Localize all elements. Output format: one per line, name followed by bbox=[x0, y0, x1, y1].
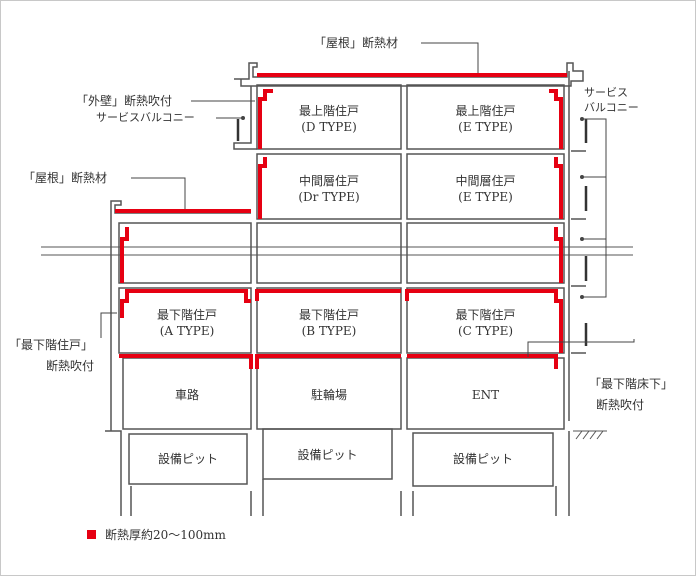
label-bottom-unit: 「最下階住戸」 bbox=[9, 338, 94, 352]
unit-e-top-label: 最上階住戸(E TYPE) bbox=[455, 104, 516, 134]
road-label: 車路 bbox=[174, 388, 199, 402]
unit-a-label: 最下階住戸(A TYPE) bbox=[156, 308, 217, 338]
unit-a bbox=[118, 287, 252, 354]
label-roof-lower: 「屋根」断熱材 bbox=[23, 171, 108, 185]
unit-b bbox=[256, 287, 402, 354]
unit-dr-mid bbox=[256, 153, 402, 220]
unit-e-top bbox=[406, 84, 565, 150]
unit-c bbox=[406, 287, 565, 354]
bike-label: 駐輪場 bbox=[310, 388, 347, 402]
unit-dr-mid-label: 中間層住戸(Dr TYPE) bbox=[298, 174, 360, 204]
label-service-balcony-left: サービスバルコニー bbox=[96, 111, 195, 124]
insulation-lines bbox=[115, 73, 567, 369]
label-bottom-floor-spray: 断熱吹付 bbox=[596, 398, 645, 412]
pit-label-1: 設備ピット bbox=[157, 452, 218, 466]
balcony-rails bbox=[236, 119, 588, 346]
unit-e-mid bbox=[406, 153, 565, 220]
unit-d-top-label: 最上階住戸(D TYPE) bbox=[298, 104, 359, 134]
pit-label-3: 設備ピット bbox=[452, 452, 513, 466]
leader-lines bbox=[100, 42, 635, 357]
unit-b-label: 最下階住戸(B TYPE) bbox=[298, 308, 359, 338]
label-service-balcony-right-1: サービス bbox=[584, 86, 628, 99]
label-bottom-unit-spray: 断熱吹付 bbox=[46, 359, 95, 373]
ent-label: ENT bbox=[471, 388, 500, 402]
label-service-balcony-right-2: バルコニー bbox=[584, 101, 639, 114]
unit-c-label: 最下階住戸(C TYPE) bbox=[455, 308, 516, 338]
unit-e-mid-label: 中間層住戸(E TYPE) bbox=[455, 174, 516, 204]
label-bottom-floor: 「最下階床下」 bbox=[589, 377, 674, 391]
leader-dots bbox=[241, 116, 584, 299]
pit-label-2: 設備ピット bbox=[297, 448, 358, 462]
unit-d-top bbox=[256, 84, 402, 150]
legend-text: 断熱厚約20〜100mm bbox=[105, 528, 226, 542]
label-roof-top: 「屋根」断熱材 bbox=[314, 36, 399, 50]
structure bbox=[41, 62, 633, 516]
label-wall: 「外壁」断熱吹付 bbox=[76, 94, 173, 108]
roof-slab bbox=[234, 62, 584, 87]
legend-swatch bbox=[87, 530, 96, 539]
